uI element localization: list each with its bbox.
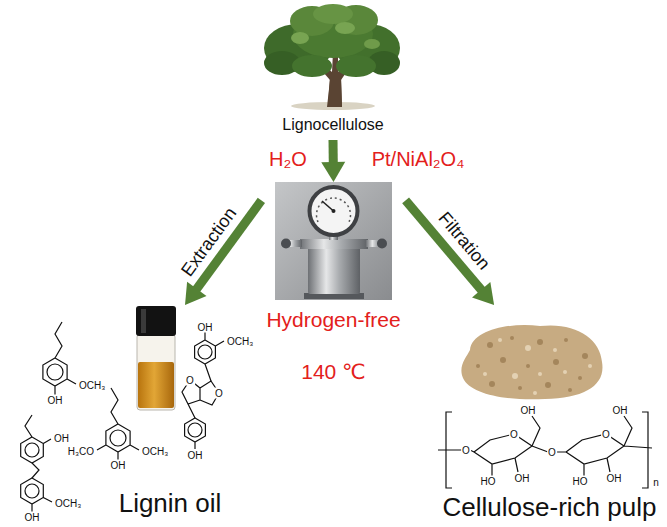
- atom-label: O: [214, 388, 224, 399]
- cellulose-structure: [438, 412, 652, 488]
- pulp-photo: [461, 325, 602, 399]
- arrow-head: [472, 282, 494, 305]
- tree-illustration: [264, 4, 400, 110]
- reactor-flange: [300, 239, 368, 249]
- atom-label: OH: [612, 405, 629, 416]
- atom-label: O: [185, 375, 195, 386]
- gauge-needle: [322, 201, 334, 211]
- atom-label: OH: [606, 473, 623, 484]
- reactor-photo: [275, 182, 392, 300]
- aromatic-ring: [110, 430, 126, 446]
- bond-lines: [182, 380, 219, 418]
- arrow-head: [321, 162, 345, 182]
- atom-label: HO: [572, 476, 589, 487]
- bond-lines: [185, 418, 206, 449]
- tree-highlight: [291, 32, 309, 44]
- polymer-bracket: [446, 412, 648, 488]
- bond-lines: [21, 478, 52, 512]
- tree-crown: [292, 55, 332, 77]
- cap-highlight: [141, 309, 146, 333]
- reagent-label: H₂O: [268, 148, 308, 170]
- lignin-structures: [21, 322, 224, 512]
- reactor-node: Hydrogen-free 140 ℃: [261, 182, 405, 387]
- valve-knob: [377, 239, 387, 249]
- step-label: Filtration: [433, 208, 493, 274]
- atom-label: OCH₃: [78, 380, 106, 391]
- product-title: Cellulose-rich pulp: [443, 493, 657, 523]
- pulp-texture: [483, 338, 592, 395]
- vial-photo: [136, 306, 176, 410]
- atom-label: OH: [53, 433, 70, 444]
- product-node: Cellulose-rich pulp: [420, 305, 667, 527]
- valve-knob: [281, 239, 291, 249]
- atom-label: OH: [514, 473, 531, 484]
- arrow-head: [185, 282, 206, 305]
- pulp-pile: [461, 325, 602, 399]
- aromatic-ring: [188, 423, 202, 437]
- catalyst-label: Pt/NiAl₂O₄: [371, 148, 466, 170]
- atom-label: OCH₃: [226, 336, 254, 347]
- lignin-oil-liquid: [138, 362, 174, 408]
- atom-label: OH: [187, 450, 204, 461]
- photo-background: [275, 182, 392, 300]
- node-title: Lignocellulose: [282, 116, 383, 134]
- aromatic-ring: [198, 345, 212, 359]
- pressure-gauge: [310, 187, 358, 235]
- reactor-body: [308, 246, 360, 294]
- atom-label: OH: [520, 405, 537, 416]
- bond-lines: [195, 332, 224, 381]
- aromatic-ring: [47, 364, 63, 380]
- aromatic-ring: [25, 484, 39, 498]
- atom-label: OH: [47, 395, 64, 406]
- flow-arrow: [321, 140, 345, 182]
- aromatic-ring: [25, 443, 39, 457]
- bond-lines: [438, 416, 548, 476]
- pulp-texture: [476, 336, 588, 392]
- atom-label: O: [461, 445, 471, 456]
- atom-label: O: [547, 447, 557, 458]
- tree-crown: [313, 4, 353, 24]
- repeat-index: n: [652, 477, 660, 488]
- product-node: Lignin oil: [0, 305, 250, 527]
- gauge-pin: [332, 209, 336, 213]
- bond-lines: [97, 388, 139, 460]
- vial-glass: [137, 334, 175, 410]
- step-label: Extraction: [177, 204, 241, 281]
- gauge-scale: [317, 198, 351, 222]
- atom-label: O: [601, 429, 611, 440]
- feedstock-node: Lignocellulose: [253, 0, 413, 140]
- atom-label: HO: [480, 476, 497, 487]
- atom-label: H₃CO: [67, 446, 95, 457]
- bond-lines: [556, 416, 652, 476]
- atom-label: OCH₃: [141, 446, 169, 457]
- vial-cap: [136, 306, 176, 336]
- tree-highlight: [364, 39, 380, 49]
- temperature-text: 140 ℃: [301, 360, 365, 384]
- flow-arrow: [406, 200, 494, 305]
- bond-lines: [21, 415, 51, 478]
- bond-lines: [43, 322, 76, 395]
- product-title: Lignin oil: [119, 489, 222, 519]
- atom-label: OH: [197, 322, 214, 333]
- tree-crown: [336, 55, 376, 77]
- atom-label: O: [509, 429, 519, 440]
- tree-highlight: [335, 22, 355, 34]
- atom-label: OH: [24, 512, 41, 523]
- atom-label: OH: [110, 460, 127, 471]
- tree-trunk: [328, 76, 342, 107]
- atom-label: OCH₃: [54, 498, 82, 509]
- condition-text: Hydrogen-free: [266, 308, 400, 332]
- arrow-shaft: [329, 140, 338, 164]
